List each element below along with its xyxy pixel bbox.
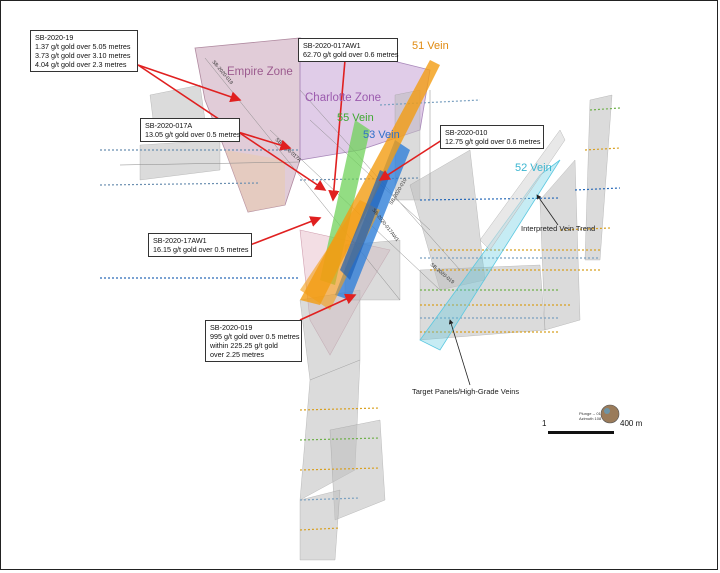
callout-hole-id: SB-2020-019 bbox=[210, 323, 253, 332]
callout-line: 13.05 g/t gold over 0.5 metres bbox=[145, 130, 241, 139]
empire-zone-panel-lower bbox=[225, 150, 285, 212]
callout-hole-id: SB-2020-017AW1 bbox=[303, 41, 361, 50]
target-panels-label: Target Panels/High-Grade Veins bbox=[412, 387, 520, 396]
vein-53-label: 53 Vein bbox=[363, 129, 400, 141]
callout-hole-id: SB-2020-17AW1 bbox=[153, 236, 207, 245]
charlotte-zone-label: Charlotte Zone bbox=[305, 92, 382, 104]
scale-bar bbox=[548, 431, 614, 434]
callout-sb2020-017aw1: SB-2020-017AW1 62.70 g/t gold over 0.6 m… bbox=[298, 38, 399, 62]
callout-line: 995 g/t gold over 0.5 metres bbox=[210, 332, 300, 341]
callout-line: 62.70 g/t gold over 0.6 metres bbox=[303, 50, 399, 59]
callout-sb2020-17aw1: SB-2020-17AW1 16.15 g/t gold over 0.5 me… bbox=[148, 233, 252, 257]
callout-line: 12.75 g/t gold over 0.6 metres bbox=[445, 137, 541, 146]
callout-sb2020-019: SB-2020-019 995 g/t gold over 0.5 metres… bbox=[205, 320, 302, 362]
scale-start-label: 1 bbox=[542, 419, 547, 428]
orientation-globe-icon bbox=[600, 404, 620, 424]
callout-sb2020-017a: SB-2020-017A 13.05 g/t gold over 0.5 met… bbox=[140, 118, 241, 142]
callout-line: within 225.25 g/t gold bbox=[210, 341, 278, 350]
azimuth-label: Azimuth 108 bbox=[579, 416, 602, 421]
callout-hole-id: SB-2020-017A bbox=[145, 121, 193, 130]
callout-hole-id: SB-2020-010 bbox=[445, 128, 488, 137]
plunge-label: Plunge -- 01 bbox=[579, 411, 601, 416]
scale-end-label: 400 m bbox=[620, 419, 643, 428]
callout-line: 1.37 g/t gold over 5.05 metres bbox=[35, 42, 131, 51]
callout-hole-id: SB-2020-19 bbox=[35, 33, 74, 42]
callout-line: 16.15 g/t gold over 0.5 metres bbox=[153, 245, 249, 254]
target-panels-arrow bbox=[448, 319, 471, 386]
vein-55-label: 55 Vein bbox=[337, 112, 374, 124]
callout-sb2020-19: SB-2020-19 1.37 g/t gold over 5.05 metre… bbox=[30, 30, 138, 72]
vein-52-label: 52 Vein bbox=[515, 162, 552, 174]
interpreted-vein-trend-label: Interpreted Vein Trend bbox=[521, 224, 596, 233]
callout-line: over 2.25 metres bbox=[210, 350, 264, 359]
callout-line: 3.73 g/t gold over 3.10 metres bbox=[35, 51, 131, 60]
vein-52-panel-upper bbox=[479, 129, 566, 251]
empire-zone-label: Empire Zone bbox=[227, 66, 293, 78]
vein-53-panel-lower bbox=[340, 170, 390, 280]
interpreted-trend-arrow bbox=[536, 194, 559, 226]
callout-line: 4.04 g/t gold over 2.3 metres bbox=[35, 60, 127, 69]
vein-51-label: 51 Vein bbox=[412, 40, 449, 52]
callout-sb2020-010: SB-2020-010 12.75 g/t gold over 0.6 metr… bbox=[440, 125, 544, 149]
callout-arrows bbox=[137, 59, 443, 321]
